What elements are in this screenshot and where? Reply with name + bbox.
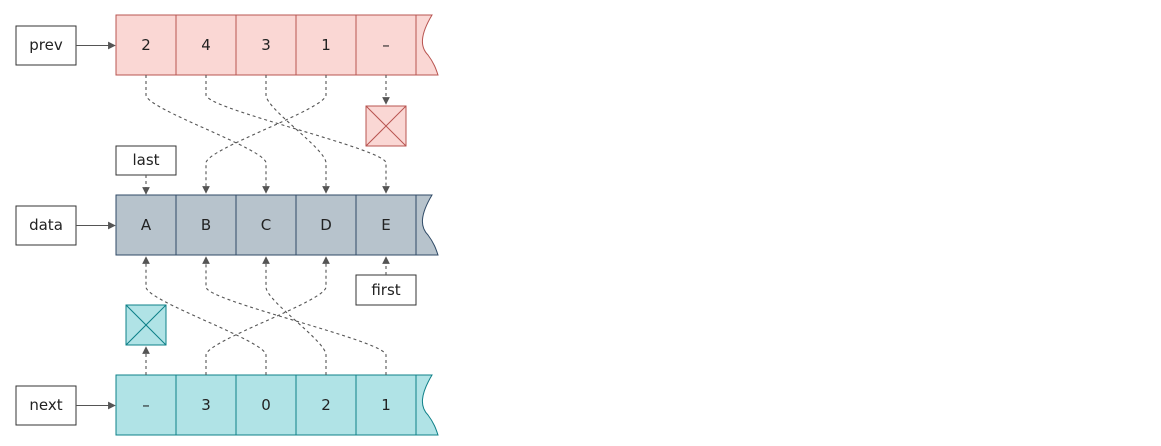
next-cell-value: – [142,396,150,414]
prev-link-arrow [205,75,390,194]
data-label-box: data [15,205,77,246]
data-cell: E [355,194,417,256]
data-cell-value: C [261,216,271,234]
last-label: last [132,151,159,169]
data-cell: A [115,194,177,256]
next-cell: 3 [175,374,237,436]
data-label: data [29,216,63,234]
data-array: A B C D E [115,194,439,256]
next-link-arrow [202,256,387,375]
torn-edge-icon [415,374,439,436]
prev-cell: 4 [175,14,237,76]
prev-cell-value: – [382,36,390,54]
torn-edge-icon [415,194,439,256]
next-null-marker [125,304,167,346]
prev-cell: 1 [295,14,357,76]
first-label: first [371,281,400,299]
prev-cell-value: 3 [261,36,271,54]
next-label: next [29,396,62,414]
next-cell: – [115,374,177,436]
prev-links [145,75,390,194]
data-cell: C [235,194,297,256]
next-cell-value: 3 [201,396,211,414]
prev-label: prev [29,36,63,54]
prev-null-marker [365,105,407,147]
prev-label-box: prev [15,25,77,66]
last-pointer-box: last [115,145,177,176]
next-cell-value: 0 [261,396,271,414]
prev-link-arrow [265,75,330,194]
next-link-arrow [205,256,330,375]
data-cell: B [175,194,237,256]
prev-cell-value: 1 [321,36,331,54]
first-pointer-box: first [355,274,417,306]
next-cell: 0 [235,374,297,436]
data-cell: D [295,194,357,256]
prev-link-arrow [202,75,327,194]
prev-cell-value: 2 [141,36,151,54]
prev-cell: – [355,14,417,76]
next-cell: 2 [295,374,357,436]
crossed-box-icon [125,304,167,346]
torn-edge-icon [415,14,439,76]
data-cell-value: A [141,216,152,234]
crossed-box-icon [365,105,407,147]
data-cell-value: D [320,216,332,234]
prev-array: 2 4 3 1 – [115,14,439,76]
prev-cell: 3 [235,14,297,76]
prev-cell: 2 [115,14,177,76]
next-label-box: next [15,385,77,426]
next-cell-value: 2 [321,396,331,414]
prev-link-arrow [145,75,270,194]
next-link-arrow [262,256,327,375]
data-cell-value: B [201,216,211,234]
prev-cell-value: 4 [201,36,211,54]
next-cell: 1 [355,374,417,436]
next-links [142,256,387,375]
data-cell-value: E [381,216,390,234]
next-link-arrow [142,256,267,375]
next-array: – 3 0 2 1 [115,374,439,436]
next-cell-value: 1 [381,396,391,414]
